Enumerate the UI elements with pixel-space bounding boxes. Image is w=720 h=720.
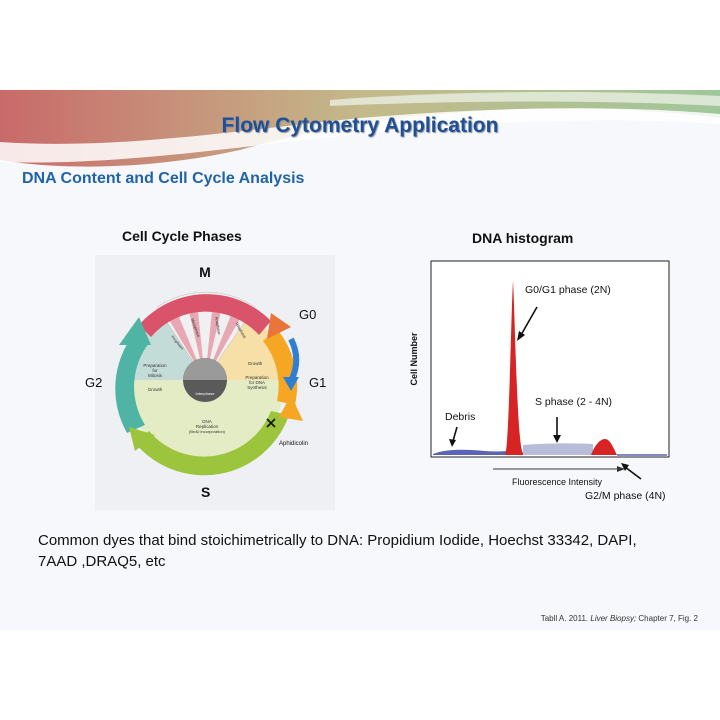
histogram-x-label: Fluorescence Intensity — [512, 477, 603, 487]
s-inner-text-1: DNA — [202, 419, 212, 424]
cell-cycle-heading: Cell Cycle Phases — [122, 228, 242, 244]
g2-phase-band — [115, 335, 149, 433]
s-inner-text-2: Replication — [196, 424, 219, 429]
debris-region — [433, 449, 507, 455]
g2-inner-text-3: Mitosis — [148, 373, 163, 378]
g1-inner-text-1: Preparation — [245, 375, 269, 380]
g2-inner-growth: Growth — [148, 387, 163, 392]
m-sub-label-2: Metaphase — [190, 318, 202, 339]
g1-inner-text-3: Synthesis — [247, 385, 267, 390]
s-phase-label: S phase (2 - 4N) — [535, 396, 612, 408]
phase-label-g1: G1 — [309, 375, 326, 390]
interphase-label: Interphase — [196, 391, 216, 396]
s-quadrant — [125, 380, 285, 460]
citation-italic: Liver Biopsy; — [590, 614, 637, 623]
slide-title: Flow Cytometry Application — [221, 114, 499, 137]
m-phase-band — [139, 294, 271, 337]
g0g1-peak — [505, 281, 523, 455]
g1-inner-text-2: for DNA — [249, 380, 265, 385]
phase-label-g0: G0 — [299, 307, 316, 322]
body-text: Common dyes that bind stoichimetrically … — [38, 532, 637, 570]
citation-suffix: Chapter 7, Fig. 2 — [638, 614, 698, 623]
debris-label: Debris — [445, 411, 475, 423]
g1-inner-growth: Growth — [248, 361, 263, 366]
histogram-y-label: Cell Number — [409, 332, 419, 386]
phase-label-g2: G2 — [85, 375, 102, 390]
citation-prefix: Tabll A. 2011. — [540, 614, 589, 623]
histogram-panel: Cell Number Fluorescence Intensity G0/G1… — [405, 255, 693, 505]
s-phase-region — [523, 443, 593, 455]
cell-cycle-diagram: Interphase Preparation for Mitosis Growt… — [85, 264, 326, 500]
header-banner — [0, 90, 720, 167]
phase-label-s: S — [201, 484, 210, 500]
s-inner-text-3: (BrdU incorporation) — [189, 429, 226, 434]
aphidicolin-label: Aphidicolin — [279, 441, 308, 447]
slide-subtitle: DNA Content and Cell Cycle Analysis — [22, 170, 305, 187]
g2-inner-text-2: for — [152, 368, 158, 373]
slide: Flow Cytometry Application DNA Content a… — [0, 90, 720, 630]
phase-label-m: M — [199, 264, 211, 280]
s-phase-band — [135, 411, 289, 476]
plot-frame — [430, 260, 670, 458]
dna-histogram: Cell Number Fluorescence Intensity G0/G1… — [409, 260, 670, 502]
cell-cycle-panel: Interphase Preparation for Mitosis Growt… — [85, 255, 335, 510]
g2m-label: G2/M phase (4N) — [585, 490, 666, 502]
g2m-peak — [591, 439, 617, 455]
citation: Tabll A. 2011. Liver Biopsy; Chapter 7, … — [541, 614, 698, 623]
g2-inner-text-1: Preparation — [143, 363, 167, 368]
g0g1-label: G0/G1 phase (2N) — [525, 284, 611, 296]
m-sub-label-3: Anaphase — [214, 316, 222, 335]
histogram-heading: DNA histogram — [472, 230, 574, 246]
